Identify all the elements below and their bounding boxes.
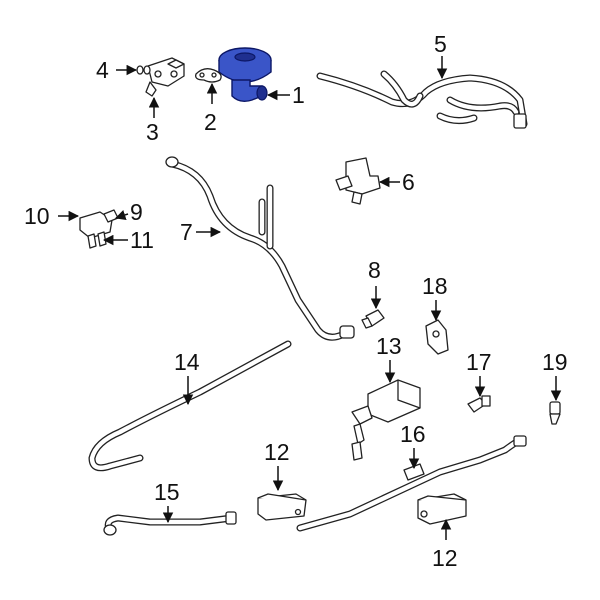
part-17-stud[interactable] bbox=[467, 395, 491, 413]
part-4-bolt[interactable] bbox=[136, 65, 151, 75]
callout-15: 15 bbox=[154, 479, 180, 505]
callout-9: 9 bbox=[130, 199, 143, 225]
callout-11: 11 bbox=[130, 227, 154, 253]
callout-7: 7 bbox=[180, 219, 193, 245]
part-7-air-tube[interactable] bbox=[165, 156, 355, 341]
callout-5: 5 bbox=[434, 31, 447, 57]
callout-17: 17 bbox=[466, 349, 492, 375]
callout-16: 16 bbox=[400, 421, 426, 447]
callout-8: 8 bbox=[368, 257, 381, 283]
part-1-air-pump-valve[interactable] bbox=[218, 47, 272, 103]
part-12-bracket-left[interactable] bbox=[257, 493, 307, 521]
callout-12-right: 12 bbox=[432, 545, 458, 571]
part-18-bracket[interactable] bbox=[425, 319, 449, 355]
callout-14: 14 bbox=[174, 349, 200, 375]
part-5-wiring-harness[interactable] bbox=[316, 70, 528, 129]
part-12-bracket-right[interactable] bbox=[417, 493, 467, 525]
part-6-solenoid[interactable] bbox=[335, 157, 381, 205]
part-8-fitting[interactable] bbox=[361, 309, 385, 329]
part-13-canister[interactable] bbox=[351, 379, 421, 461]
part-19-sensor[interactable] bbox=[549, 401, 561, 425]
callout-19: 19 bbox=[542, 349, 568, 375]
part-16-vent-pipe[interactable] bbox=[296, 435, 527, 532]
callout-18: 18 bbox=[422, 273, 448, 299]
part-15-hose[interactable] bbox=[103, 511, 237, 536]
callout-3: 3 bbox=[146, 119, 159, 145]
callout-numbers: 1 2 3 4 5 6 7 8 9 10 11 12 12 13 14 15 1… bbox=[24, 31, 568, 571]
callout-2: 2 bbox=[204, 109, 217, 135]
callout-1: 1 bbox=[292, 82, 305, 108]
part-14-hose[interactable] bbox=[88, 340, 292, 472]
part-2-gasket[interactable] bbox=[195, 68, 222, 83]
leader-lines bbox=[58, 56, 562, 540]
callout-10: 10 bbox=[24, 203, 50, 229]
callout-4: 4 bbox=[96, 57, 109, 83]
part-3-bracket[interactable] bbox=[145, 57, 185, 97]
callout-13: 13 bbox=[376, 333, 402, 359]
callout-6: 6 bbox=[402, 169, 415, 195]
callout-12-left: 12 bbox=[264, 439, 290, 465]
